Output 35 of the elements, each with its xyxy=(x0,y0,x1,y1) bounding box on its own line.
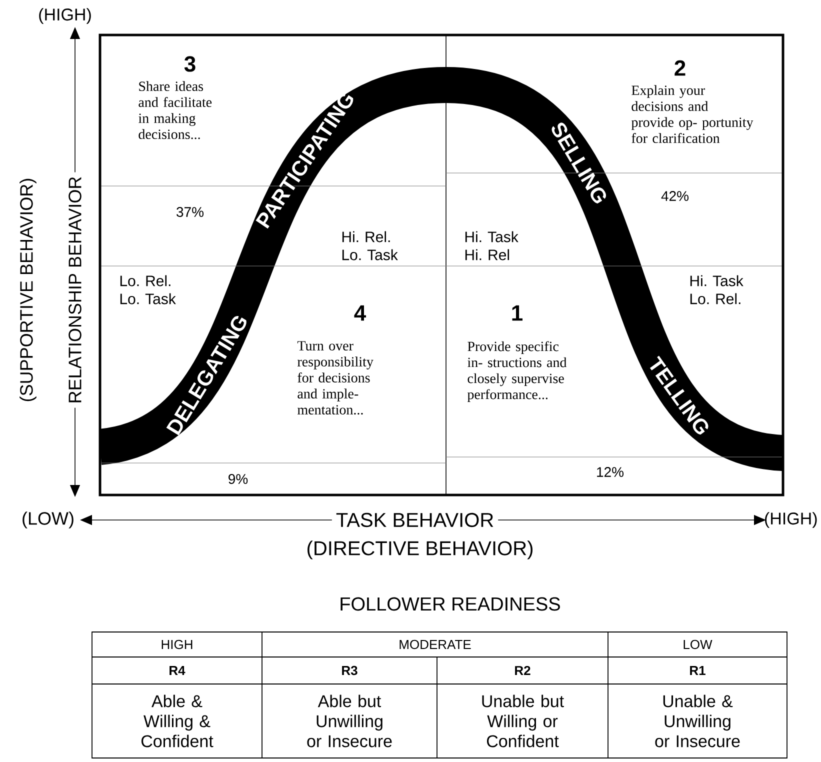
table-title: FOLLOWER READINESS xyxy=(340,597,560,611)
axis-title: TASK BEHAVIOR xyxy=(332,508,498,532)
percentage-label: 9% xyxy=(228,474,248,484)
table-cell: HIGH xyxy=(162,640,192,650)
behavior-label: Hi. Task Hi. Rel xyxy=(465,231,518,260)
axis-end-label: (LOW) xyxy=(22,512,74,528)
table-cell: Able but Unwilling or Insecure xyxy=(307,694,392,748)
axis-end-label: (HIGH) xyxy=(39,8,91,24)
axis-title: (DIRECTIVE BEHAVIOR) xyxy=(308,540,532,560)
table-cell: MODERATE xyxy=(400,640,471,650)
table-cell: Unable but Willing or Confident xyxy=(482,694,564,748)
behavior-label: Hi. Rel. Lo. Task xyxy=(342,231,398,260)
quadrant-number: 1 xyxy=(512,305,522,321)
table-cell: R2 xyxy=(515,666,530,676)
percentage-label: 42% xyxy=(661,191,689,201)
percentage-label: 12% xyxy=(597,467,624,477)
table-cell: LOW xyxy=(684,640,712,650)
table-cell: Unable & Unwilling or Insecure xyxy=(655,694,740,748)
quadrant-number: 2 xyxy=(674,60,686,76)
table-cell: R4 xyxy=(170,666,186,675)
quadrant-number: 4 xyxy=(354,305,366,321)
table-cell: R1 xyxy=(690,666,706,675)
axis-title: (SUPPORTIVE BEHAVIOR) xyxy=(20,178,36,402)
table-cell: Able & Willing & Confident xyxy=(141,694,214,748)
behavior-label: Lo. Rel. Lo. Task xyxy=(120,275,176,304)
quadrant-description: Provide specific in- structions and closely supervise performance... xyxy=(467,341,567,402)
percentage-label: 37% xyxy=(176,207,204,217)
axis-end-label: (HIGH) xyxy=(765,512,817,528)
behavior-label: Hi. Task Lo. Rel. xyxy=(690,275,744,304)
quadrant-description: Share ideas and facilitate in making decisions... xyxy=(138,81,212,140)
quadrant-description: Turn over responsibility for decisions and imple- mentation... xyxy=(297,341,374,415)
quadrant-number: 3 xyxy=(184,56,196,72)
table-cell: R3 xyxy=(342,666,358,676)
quadrant-description: Explain your decisions and provide op- portunity for clarification xyxy=(631,85,754,144)
axis-title: RELATIONSHIP BEHAVIOR xyxy=(64,172,86,408)
